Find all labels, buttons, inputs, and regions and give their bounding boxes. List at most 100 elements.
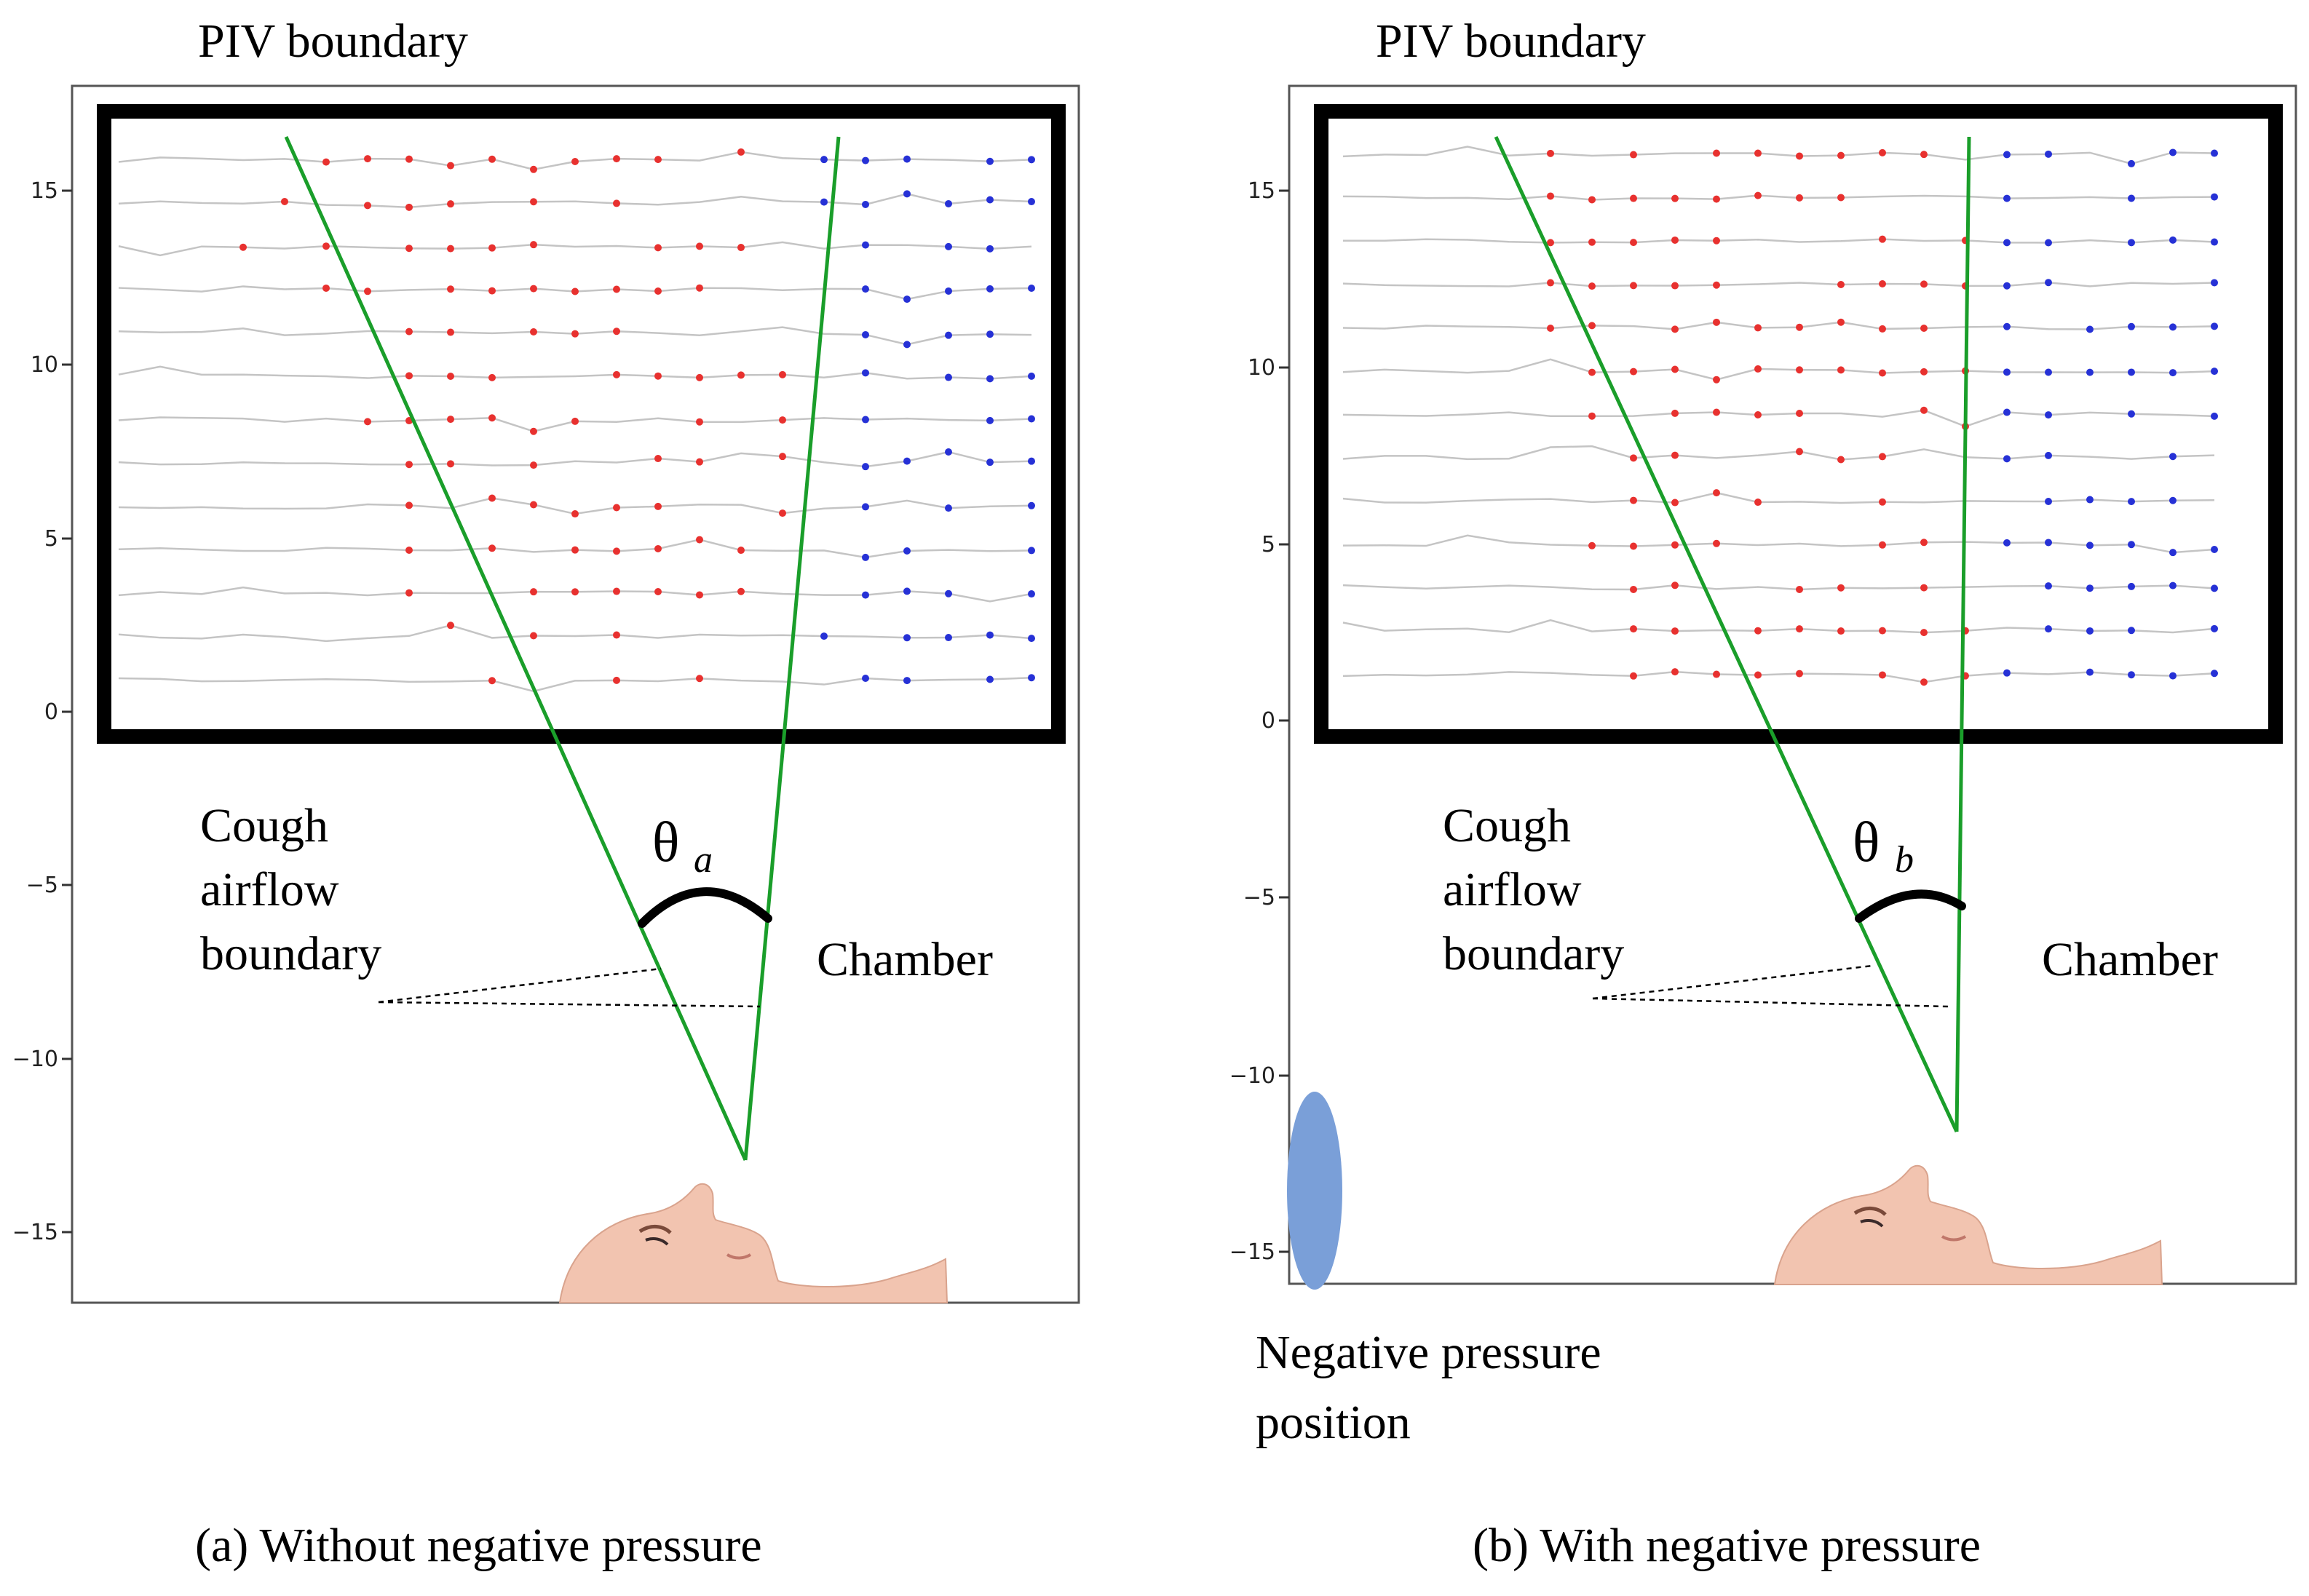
velocity-marker-red <box>488 373 496 381</box>
velocity-marker-red <box>1754 671 1762 679</box>
panel-a-tick-label: −15 <box>12 1220 58 1245</box>
velocity-marker-blue <box>2086 584 2094 592</box>
velocity-marker-red <box>613 327 620 336</box>
panel-b-leader-lines <box>1592 964 1949 1008</box>
velocity-marker-red <box>1796 625 1803 633</box>
velocity-marker-red <box>1547 324 1554 332</box>
velocity-marker-blue <box>862 503 869 511</box>
velocity-marker-red <box>696 284 703 292</box>
velocity-marker-red <box>571 417 579 425</box>
velocity-marker-blue <box>2086 496 2094 504</box>
velocity-marker-red <box>1920 629 1928 637</box>
velocity-marker-red <box>1630 151 1637 159</box>
panel-b-piv-label: PIV boundary <box>1376 15 1646 68</box>
velocity-marker-red <box>488 244 496 252</box>
panel-a-tick-label: 10 <box>31 352 58 378</box>
velocity-marker-red <box>696 675 703 683</box>
velocity-marker-blue <box>2211 238 2218 246</box>
velocity-marker-red <box>1671 581 1679 589</box>
velocity-marker-blue <box>1028 674 1035 682</box>
velocity-marker-blue <box>2086 668 2094 676</box>
velocity-marker-blue <box>2128 322 2135 330</box>
panel-b-piv-boundary <box>1314 104 2283 744</box>
velocity-marker-red <box>1630 194 1637 202</box>
velocity-marker-blue <box>2003 669 2011 677</box>
panel-a-angle-symbol: θ <box>652 810 679 873</box>
velocity-marker-red <box>1588 368 1596 376</box>
velocity-marker-red <box>1547 192 1554 200</box>
velocity-marker-red <box>1796 410 1803 418</box>
velocity-marker-red <box>1837 151 1845 159</box>
velocity-marker-red <box>613 199 620 207</box>
panel-b-tick-label: −5 <box>1243 885 1275 910</box>
velocity-marker-red <box>737 371 745 379</box>
velocity-marker-blue <box>2211 624 2218 632</box>
velocity-marker-blue <box>945 589 952 597</box>
velocity-marker-red <box>405 501 413 509</box>
velocity-marker-red <box>1796 366 1803 374</box>
velocity-marker-red <box>1630 239 1637 247</box>
velocity-marker-red <box>1837 456 1845 464</box>
panel-a-axes-frame <box>71 84 1080 1304</box>
velocity-marker-red <box>1671 282 1679 290</box>
velocity-marker-red <box>1879 498 1886 506</box>
velocity-marker-red <box>1920 678 1928 686</box>
velocity-marker-red <box>1671 451 1679 459</box>
velocity-marker-red <box>364 418 371 426</box>
velocity-marker-red <box>488 414 496 422</box>
panel-b-chamber-label: Chamber <box>2042 933 2218 986</box>
velocity-marker-red <box>405 589 413 597</box>
velocity-marker-blue <box>2128 194 2135 202</box>
velocity-marker-red <box>1671 236 1679 244</box>
panel-b: PIV boundary 15 10 5 0 −5 −10 −15 θ b <box>1229 15 2297 1572</box>
velocity-marker-red <box>488 155 496 163</box>
velocity-marker-blue <box>2045 411 2052 419</box>
velocity-marker-red <box>696 458 703 466</box>
velocity-marker-red <box>1588 322 1596 330</box>
velocity-marker-blue <box>1028 198 1035 206</box>
velocity-marker-red <box>613 285 620 293</box>
velocity-marker-red <box>364 202 371 210</box>
velocity-marker-red <box>613 370 620 378</box>
velocity-marker-red <box>530 588 537 596</box>
velocity-marker-red <box>613 547 620 555</box>
velocity-marker-red <box>654 244 662 252</box>
velocity-marker-red <box>696 373 703 381</box>
velocity-marker-blue <box>1028 457 1035 465</box>
velocity-marker-red <box>571 546 579 554</box>
velocity-marker-red <box>281 197 288 205</box>
velocity-marker-blue <box>986 157 994 165</box>
velocity-marker-red <box>322 284 330 292</box>
velocity-marker-red <box>654 544 662 552</box>
velocity-marker-red <box>613 587 620 595</box>
velocity-marker-blue <box>862 553 869 561</box>
velocity-marker-blue <box>2045 239 2052 247</box>
velocity-marker-red <box>1630 672 1637 680</box>
velocity-marker-red <box>364 155 371 163</box>
velocity-marker-red <box>737 148 745 156</box>
velocity-marker-blue <box>820 156 828 164</box>
velocity-marker-blue <box>1028 156 1035 164</box>
velocity-marker-blue <box>2045 368 2052 376</box>
velocity-marker-blue <box>2211 584 2218 592</box>
velocity-marker-red <box>654 502 662 510</box>
velocity-marker-red <box>447 328 454 336</box>
streamline <box>1342 491 2215 504</box>
velocity-marker-blue <box>1028 415 1035 423</box>
velocity-marker-blue <box>2169 236 2177 244</box>
velocity-marker-red <box>447 460 454 468</box>
velocity-marker-blue <box>986 285 994 293</box>
velocity-marker-blue <box>2128 368 2135 376</box>
panel-a-velocity-field <box>118 148 1035 693</box>
velocity-marker-red <box>530 165 537 173</box>
velocity-marker-red <box>1547 279 1554 287</box>
velocity-marker-blue <box>2211 670 2218 678</box>
velocity-marker-red <box>405 155 413 163</box>
velocity-marker-blue <box>2086 627 2094 635</box>
velocity-marker-red <box>696 242 703 250</box>
velocity-marker-blue <box>862 591 869 599</box>
velocity-marker-red <box>1796 670 1803 678</box>
velocity-marker-blue <box>945 634 952 642</box>
velocity-marker-blue <box>2169 549 2177 557</box>
velocity-marker-blue <box>2003 151 2011 159</box>
